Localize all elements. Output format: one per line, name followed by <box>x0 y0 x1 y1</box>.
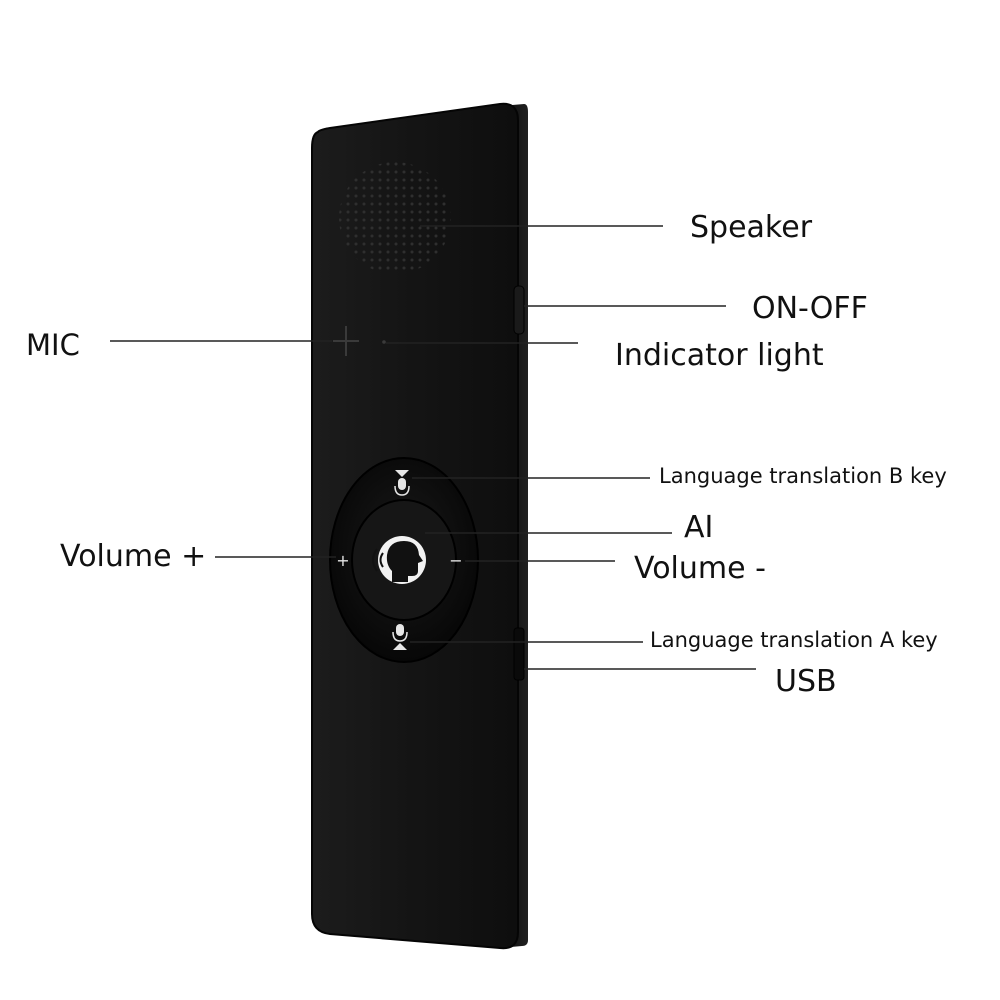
mic-b-icon[interactable] <box>394 470 410 496</box>
label-on-off: ON-OFF <box>752 291 868 326</box>
leader-lines <box>110 225 756 670</box>
label-volume-minus: Volume - <box>634 551 766 586</box>
on-off-button[interactable] <box>513 285 525 335</box>
mic-a-icon[interactable] <box>392 624 408 650</box>
label-ai: AI <box>684 510 714 545</box>
speaker-grille <box>339 162 451 274</box>
label-usb: USB <box>775 664 837 699</box>
label-language-b-key: Language translation B key <box>659 464 947 488</box>
label-language-a-key: Language translation A key <box>650 628 938 652</box>
label-speaker: Speaker <box>690 210 813 245</box>
speaking-head-icon <box>372 541 423 582</box>
label-volume-plus: Volume + <box>60 539 207 574</box>
volume-minus-glyph[interactable]: − <box>449 551 462 570</box>
volume-plus-glyph[interactable]: + <box>336 551 349 570</box>
mic-hole <box>333 326 359 356</box>
indicator-light-dot <box>382 340 386 344</box>
label-mic: MIC <box>26 328 80 362</box>
label-indicator-light: Indicator light <box>615 338 824 373</box>
usb-port <box>513 627 525 681</box>
